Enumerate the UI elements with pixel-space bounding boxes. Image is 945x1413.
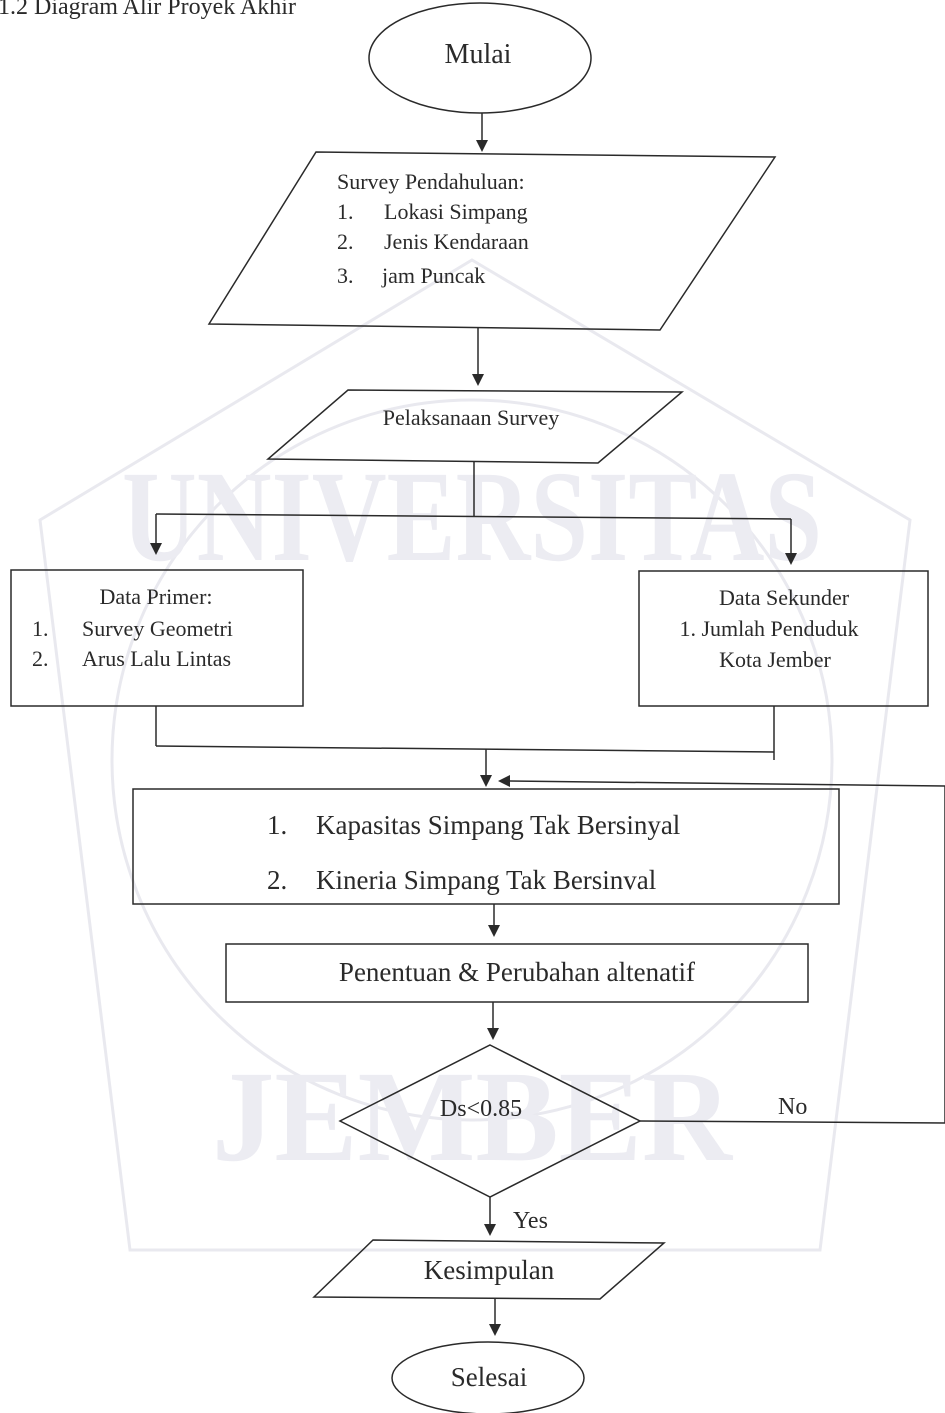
survey-item-1-text: Lokasi Simpang: [384, 199, 528, 224]
penentuan-node: Penentuan & Perubahan altenatif: [225, 943, 809, 1003]
analisis-item-2-text: Kineria Simpang Tak Bersinval: [316, 865, 656, 895]
data-sekunder-line-2: Kota Jember: [719, 647, 831, 672]
survey-pendahuluan-node: Survey Pendahuluan: 1. Lokasi Simpang 2.…: [207, 151, 777, 331]
data-primer-node: Data Primer: 1. Survey Geometri 2. Arus …: [10, 569, 304, 707]
penentuan-label: Penentuan & Perubahan altenatif: [339, 957, 695, 987]
end-node: Selesai: [391, 1341, 585, 1413]
analisis-item-2-num: 2.: [267, 865, 287, 895]
kesimpulan-label: Kesimpulan: [424, 1255, 555, 1285]
arrow-start-to-survey: [476, 113, 488, 152]
survey-pendahuluan-title: Survey Pendahuluan:: [337, 169, 525, 194]
arrow-decision-to-kesimpulan: Yes: [484, 1197, 548, 1236]
watermark-bottom-text: JEMBER: [212, 1045, 734, 1189]
decision-yes-label: Yes: [513, 1208, 548, 1234]
arrow-analisis-to-penentuan: [488, 904, 500, 937]
data-sekunder-line-1: 1. Jumlah Penduduk: [679, 616, 858, 641]
decision-no-label: No: [778, 1094, 807, 1120]
survey-item-2-num: 2.: [337, 229, 354, 254]
survey-item-3-num: 3.: [337, 263, 354, 288]
loop-back-connector: [498, 775, 945, 1124]
survey-item-2-text: Jenis Kendaraan: [384, 229, 529, 254]
arrow-penentuan-to-decision: [487, 1002, 499, 1040]
start-label: Mulai: [445, 39, 512, 70]
decision-label: Ds<0.85: [440, 1096, 522, 1122]
data-primer-item-1-text: Survey Geometri: [82, 616, 233, 641]
page-heading: 3.1.2 Diagram Alir Proyek Akhir: [0, 0, 296, 20]
data-primer-item-2-text: Arus Lalu Lintas: [82, 646, 231, 671]
pelaksanaan-survey-node: Pelaksanaan Survey: [266, 389, 685, 464]
arrow-survey-to-pelaksanaan: [472, 328, 484, 386]
data-sekunder-node: Data Sekunder 1. Jumlah Penduduk Kota Je…: [638, 570, 929, 707]
data-primer-title: Data Primer:: [99, 584, 212, 609]
merge-connector: [155, 706, 775, 787]
analisis-node: 1. Kapasitas Simpang Tak Bersinyal 2. Ki…: [132, 788, 840, 905]
end-label: Selesai: [451, 1362, 527, 1392]
survey-item-3-text: jam Puncak: [381, 263, 485, 288]
arrow-kesimpulan-to-end: [489, 1298, 501, 1336]
data-primer-item-1-num: 1.: [32, 616, 49, 641]
branch-connector: [150, 462, 797, 565]
analisis-item-1-text: Kapasitas Simpang Tak Bersinyal: [316, 810, 680, 840]
decision-node: Ds<0.85 No: [338, 1044, 807, 1198]
kesimpulan-node: Kesimpulan: [312, 1239, 666, 1300]
start-node: Mulai: [368, 2, 592, 114]
data-sekunder-title: Data Sekunder: [719, 585, 850, 610]
analisis-item-1-num: 1.: [267, 810, 287, 840]
survey-item-1-num: 1.: [337, 199, 354, 224]
data-primer-item-2-num: 2.: [32, 646, 49, 671]
pelaksanaan-label: Pelaksanaan Survey: [383, 405, 560, 430]
